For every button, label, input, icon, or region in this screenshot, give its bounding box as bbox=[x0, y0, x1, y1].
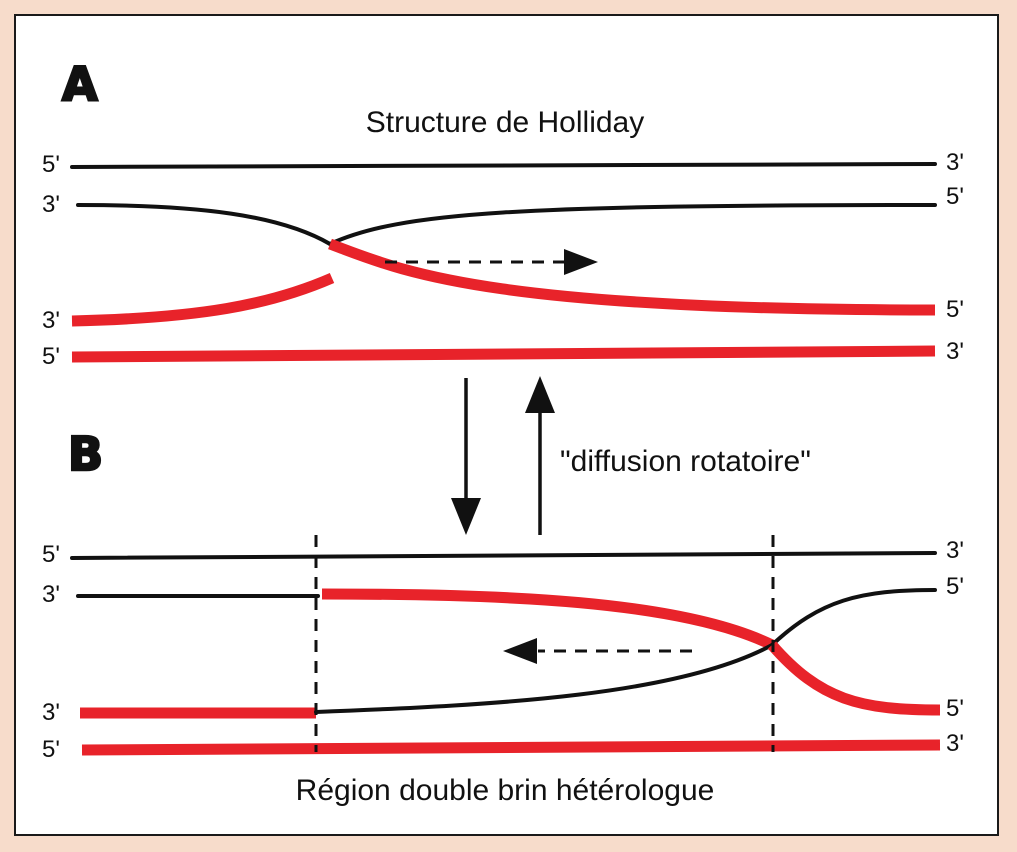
panel-a-crossing-strand-right bbox=[328, 203, 937, 246]
panel-a-top-strand bbox=[70, 162, 937, 169]
panel-b-label-left-3: 3' bbox=[42, 699, 60, 726]
up-arrowhead bbox=[525, 376, 555, 413]
panel-b-migration-arrowhead bbox=[503, 638, 537, 664]
panel-b-black-crossing-strand-right bbox=[770, 588, 937, 647]
panel-b-label-right-4: 3' bbox=[946, 730, 964, 757]
panel-b-red-crossing-strand bbox=[321, 588, 775, 650]
panel-b-top-strand bbox=[70, 551, 937, 560]
panel-a-red-strand-right bbox=[328, 238, 936, 316]
panel-b-black-middle-strand bbox=[314, 643, 774, 714]
panel-b-label-right-1: 3' bbox=[946, 537, 964, 564]
panel-b-label-left-2: 3' bbox=[42, 581, 60, 608]
panel-b-red-strand-right bbox=[767, 641, 941, 716]
panel-a-label-left-1: 5' bbox=[42, 151, 60, 178]
down-arrowhead bbox=[451, 498, 481, 535]
panel-a-label-left-3: 3' bbox=[42, 307, 60, 334]
panel-a-red-strand-left bbox=[71, 272, 335, 327]
panel-a-letter: A bbox=[62, 57, 98, 111]
panel-a-label-left-4: 5' bbox=[42, 343, 60, 370]
panel-a-label-right-4: 3' bbox=[946, 338, 964, 365]
panel-a-label-right-1: 3' bbox=[946, 149, 964, 176]
panel-a-label-right-3: 5' bbox=[946, 296, 964, 323]
transition-label: "diffusion rotatoire" bbox=[560, 445, 811, 478]
panel-a-title: Structure de Holliday bbox=[366, 106, 644, 139]
panel-b-label-left-4: 5' bbox=[42, 736, 60, 763]
panel-b-label-right-3: 5' bbox=[946, 695, 964, 722]
panel-b-bottom-strand bbox=[81, 739, 941, 756]
panel-a-migration-arrowhead bbox=[564, 249, 598, 275]
panel-a-crossing-strand-left bbox=[76, 203, 332, 246]
panel-a-label-left-2: 3' bbox=[42, 191, 60, 218]
panel-b-label-right-2: 5' bbox=[946, 573, 964, 600]
panel-a-label-right-2: 5' bbox=[946, 183, 964, 210]
panel-b-caption: Région double brin hétérologue bbox=[296, 774, 715, 807]
panel-b-letter: B bbox=[68, 427, 103, 481]
panel-b-label-left-1: 5' bbox=[42, 541, 60, 568]
panel-a-bottom-strand bbox=[71, 345, 936, 363]
